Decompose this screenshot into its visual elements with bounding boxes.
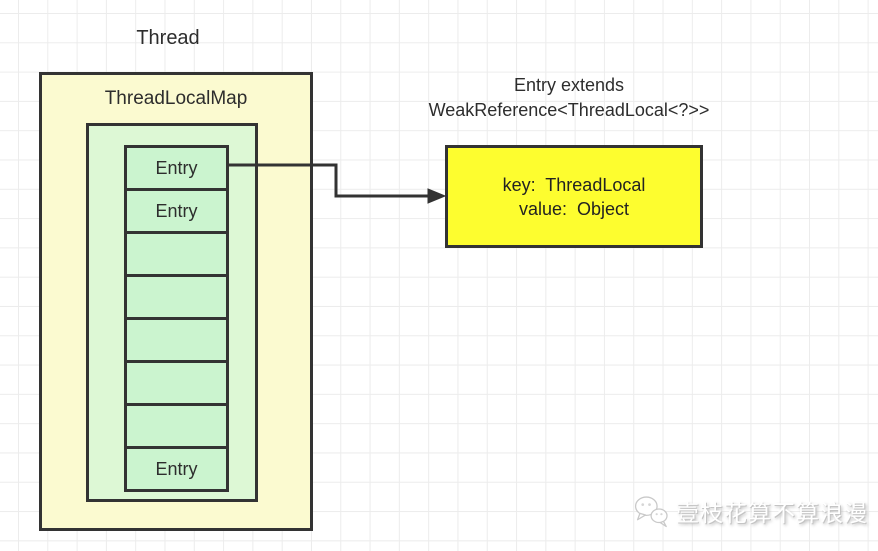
entry-extends-caption: Entry extends WeakReference<ThreadLocal<… [388, 73, 750, 123]
entry-cell-3 [127, 274, 226, 317]
watermark: 壹枝花算不算浪漫 [632, 487, 868, 535]
caption-line-1: Entry extends [513, 75, 625, 95]
entry-cell-label: Entry [155, 458, 198, 479]
entry-detail-box: key: ThreadLocal value: Object [445, 145, 703, 248]
entry-cell-1: Entry [127, 188, 226, 231]
caption-line-2: WeakReference<ThreadLocal<?>> [428, 100, 710, 120]
threadlocalmap-label: ThreadLocalMap [104, 88, 248, 109]
entry-stack: Entry Entry Entry [124, 145, 229, 492]
entry-cell-label: Entry [155, 200, 198, 221]
wechat-icon [634, 496, 668, 528]
entry-cell-7: Entry [127, 446, 226, 489]
entry-key-line: key: ThreadLocal [502, 174, 646, 195]
entry-value-line: value: Object [518, 198, 630, 219]
entry-cell-label: Entry [155, 157, 198, 178]
thread-label: Thread [136, 27, 200, 49]
entry-cell-6 [127, 403, 226, 446]
entry-cell-5 [127, 360, 226, 403]
entry-cell-4 [127, 317, 226, 360]
watermark-text: 壹枝花算不算浪漫 [676, 501, 868, 526]
entry-cell-2 [127, 231, 226, 274]
entry-cell-0: Entry [127, 148, 226, 188]
